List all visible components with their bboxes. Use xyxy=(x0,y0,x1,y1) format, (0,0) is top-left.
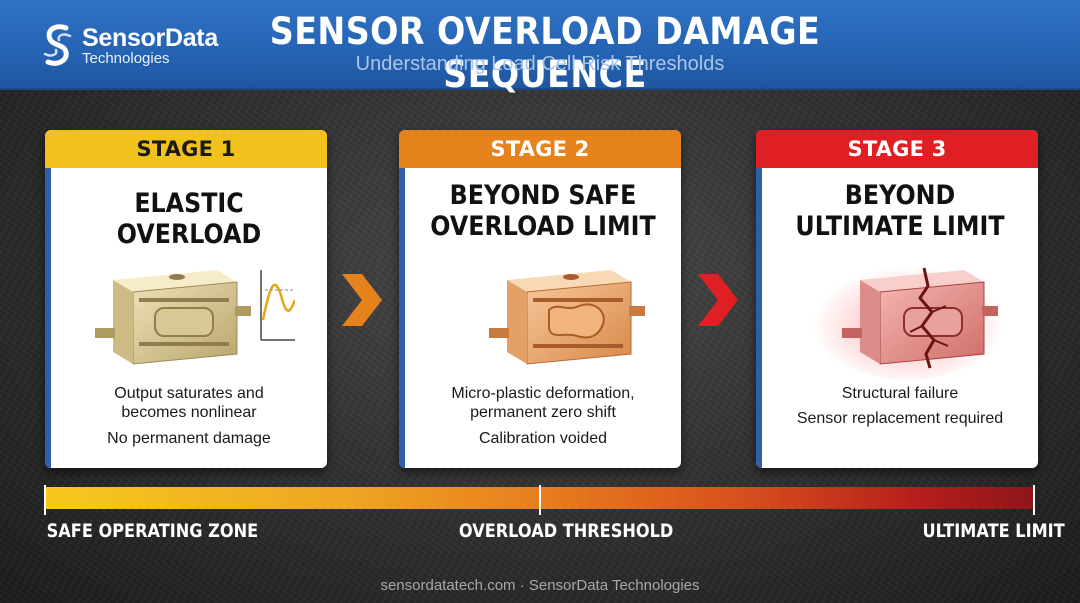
stage-description: Structural failure xyxy=(762,384,1038,403)
description-line: Output saturates and xyxy=(114,385,264,402)
stage-heading-line: ULTIMATE LIMIT xyxy=(795,211,1005,242)
stage-description: Micro-plastic deformation, permanent zer… xyxy=(405,384,681,422)
stage-heading: BEYOND ULTIMATE LIMIT xyxy=(779,180,1022,242)
stage-description: Output saturates and becomes nonlinear xyxy=(51,384,327,422)
stage-card-3: STAGE 3 BEYOND ULTIMATE LIMIT Structural… xyxy=(756,130,1038,468)
chevron-right-icon xyxy=(698,274,738,326)
footer-credit: sensordatatech.com · SensorData Technolo… xyxy=(380,577,700,594)
scale-tick xyxy=(539,485,541,515)
stage-heading: BEYOND SAFE OVERLOAD LIMIT xyxy=(422,180,665,242)
stage-heading: ELASTIC OVERLOAD xyxy=(68,188,311,250)
stage-heading-line: ELASTIC OVERLOAD xyxy=(116,188,262,250)
description-line: Structural failure xyxy=(841,385,959,402)
scale-label-ultimate: ULTIMATE LIMIT xyxy=(922,520,1065,542)
description-line: becomes nonlinear xyxy=(121,404,257,421)
description-line: Micro-plastic deformation, xyxy=(451,385,635,402)
logo-name: SensorData xyxy=(82,24,218,52)
stage-heading-line: OVERLOAD LIMIT xyxy=(430,211,656,242)
description-line: permanent zero shift xyxy=(470,404,616,421)
sensordata-logo-icon xyxy=(43,24,72,66)
header-banner: SensorData Technologies SENSOR OVERLOAD … xyxy=(0,0,1080,96)
logo: SensorData Technologies xyxy=(42,22,222,68)
saturation-curve-icon xyxy=(260,270,295,341)
chevron-right-icon xyxy=(342,274,382,326)
stage-note: Calibration voided xyxy=(478,430,608,447)
card-accent xyxy=(756,168,762,468)
scale-tick xyxy=(44,485,46,515)
stage-label: STAGE 1 xyxy=(45,130,327,168)
stage-card-2: STAGE 2 BEYOND SAFE OVERLOAD LIMIT Micro… xyxy=(399,130,681,468)
logo-subtitle: Technologies xyxy=(82,50,170,67)
page-title: SENSOR OVERLOAD DAMAGE SEQUENCE xyxy=(269,10,821,96)
cracked-load-cell-icon xyxy=(812,260,1004,380)
stage-note: No permanent damage xyxy=(107,430,271,447)
load-cell-icon xyxy=(489,270,645,365)
stage-card-1: STAGE 1 ELASTIC OVERLOAD Output saturate… xyxy=(45,130,327,468)
stage-label: STAGE 3 xyxy=(756,130,1038,168)
stage-heading-line: BEYOND SAFE xyxy=(449,180,637,211)
stage-note: Sensor replacement required xyxy=(796,410,1004,427)
stage-heading-line: BEYOND xyxy=(844,180,956,211)
page-subtitle: Understanding Load Cell Risk Thresholds xyxy=(355,53,725,75)
load-cell-icon xyxy=(95,270,295,365)
scale-tick xyxy=(1033,485,1035,515)
stage-label: STAGE 2 xyxy=(399,130,681,168)
card-accent xyxy=(45,168,51,468)
scale-label-safe: SAFE OPERATING ZONE xyxy=(46,520,259,542)
card-accent xyxy=(399,168,405,468)
scale-label-threshold: OVERLOAD THRESHOLD xyxy=(458,520,674,542)
